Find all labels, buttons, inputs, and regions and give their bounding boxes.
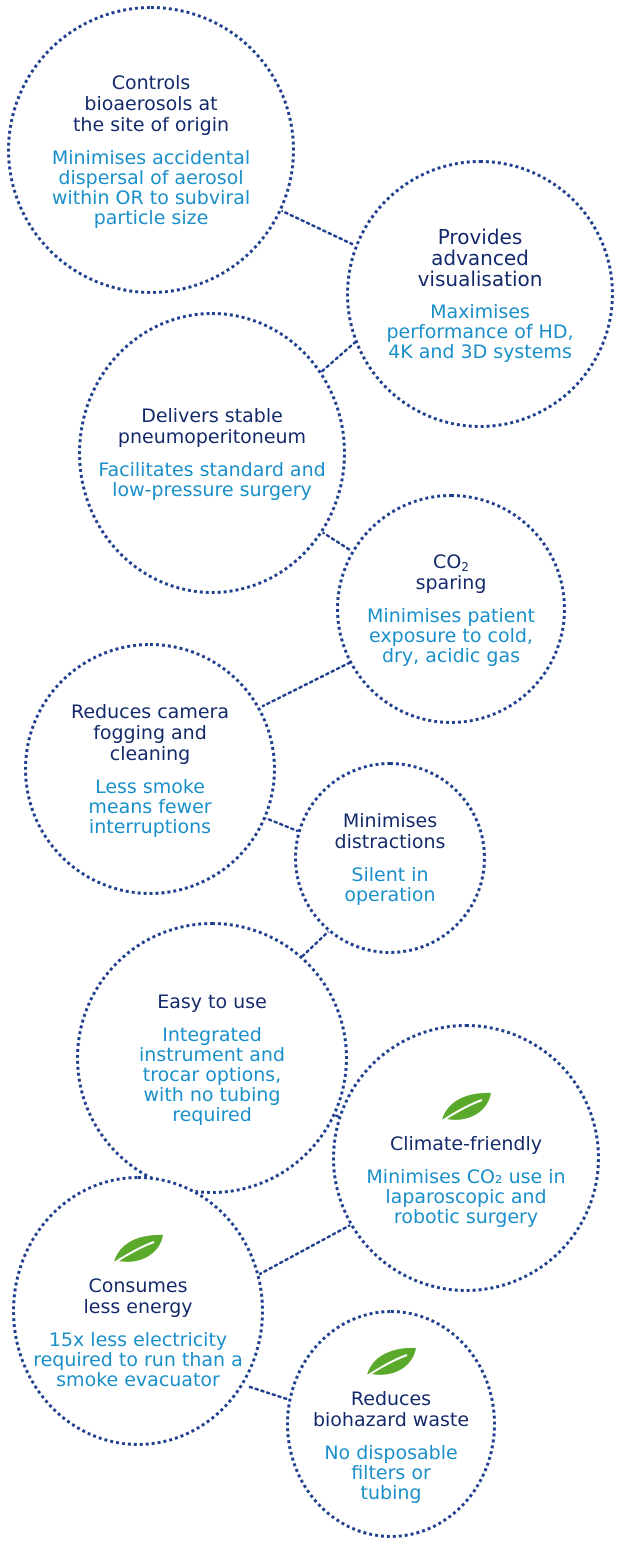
bubble-title-sparing: sparing [415, 572, 487, 594]
leaf-icon [366, 1347, 416, 1377]
benefit-bubble-biohazard-waste: Reduces biohazard waste No disposable fi… [286, 1310, 496, 1538]
connector-line [278, 208, 354, 246]
bubble-description: Minimises accidental dispersal of aeroso… [51, 146, 251, 229]
benefit-bubble-bioaerosols: Controls bioaerosols at the site of orig… [7, 6, 295, 294]
bubble-title: Consumes less energy [83, 1275, 193, 1318]
benefit-bubble-co2-sparing: CO2 sparing Minimises patient exposure t… [336, 494, 566, 724]
bubble-title: Climate-friendly [389, 1132, 543, 1155]
bubble-description: Integrated instrument and trocar options… [139, 1023, 285, 1126]
bubble-description: Less smoke means fewer interruptions [88, 775, 212, 838]
benefit-bubble-energy: Consumes less energy 15x less electricit… [12, 1176, 264, 1446]
bubble-title: Delivers stable pneumoperitoneum [117, 405, 307, 448]
benefit-bubble-pneumoperitoneum: Delivers stable pneumoperitoneum Facilit… [78, 312, 346, 594]
benefit-bubble-visualisation: Provides advanced visualisation Maximise… [346, 160, 614, 428]
bubble-title: Reduces camera fogging and cleaning [71, 700, 229, 765]
connector-line [261, 658, 357, 708]
bubble-description: 15x less electricity required to run tha… [33, 1329, 243, 1391]
bubble-description: No disposable filters or tubing [324, 1442, 458, 1504]
benefit-bubble-distractions: Minimises distractions Silent in operati… [294, 762, 486, 954]
bubble-title: Minimises distractions [334, 810, 446, 853]
bubble-description: Facilitates standard and low-pressure su… [98, 459, 326, 501]
bubble-description: Minimises patient exposure to cold, dry,… [367, 605, 535, 667]
benefit-bubble-climate-friendly: Climate-friendly Minimises CO₂ use in la… [332, 1024, 600, 1292]
bubble-description: Maximises performance of HD, 4K and 3D s… [386, 300, 574, 363]
bubble-title: CO2 sparing [416, 552, 487, 594]
bubble-title-subscript: 2 [461, 560, 469, 574]
bubble-title: Easy to use [157, 990, 267, 1013]
bubble-title: Reduces biohazard waste [312, 1388, 470, 1431]
leaf-icon [113, 1234, 163, 1264]
bubble-title: Controls bioaerosols at the site of orig… [72, 71, 230, 136]
bubble-title: Provides advanced visualisation [417, 224, 543, 291]
bubble-description: Minimises CO₂ use in laparoscopic and ro… [366, 1165, 566, 1228]
benefit-bubble-camera-fogging: Reduces camera fogging and cleaning Less… [24, 643, 276, 895]
leaf-icon [441, 1092, 491, 1122]
benefit-bubble-easy-to-use: Easy to use Integrated instrument and tr… [76, 922, 348, 1194]
bubble-description: Silent in operation [344, 864, 436, 906]
connector-line [256, 1220, 358, 1277]
connector-line [248, 1385, 292, 1402]
bubble-title-co: CO [433, 551, 462, 573]
connector-line [320, 530, 352, 552]
